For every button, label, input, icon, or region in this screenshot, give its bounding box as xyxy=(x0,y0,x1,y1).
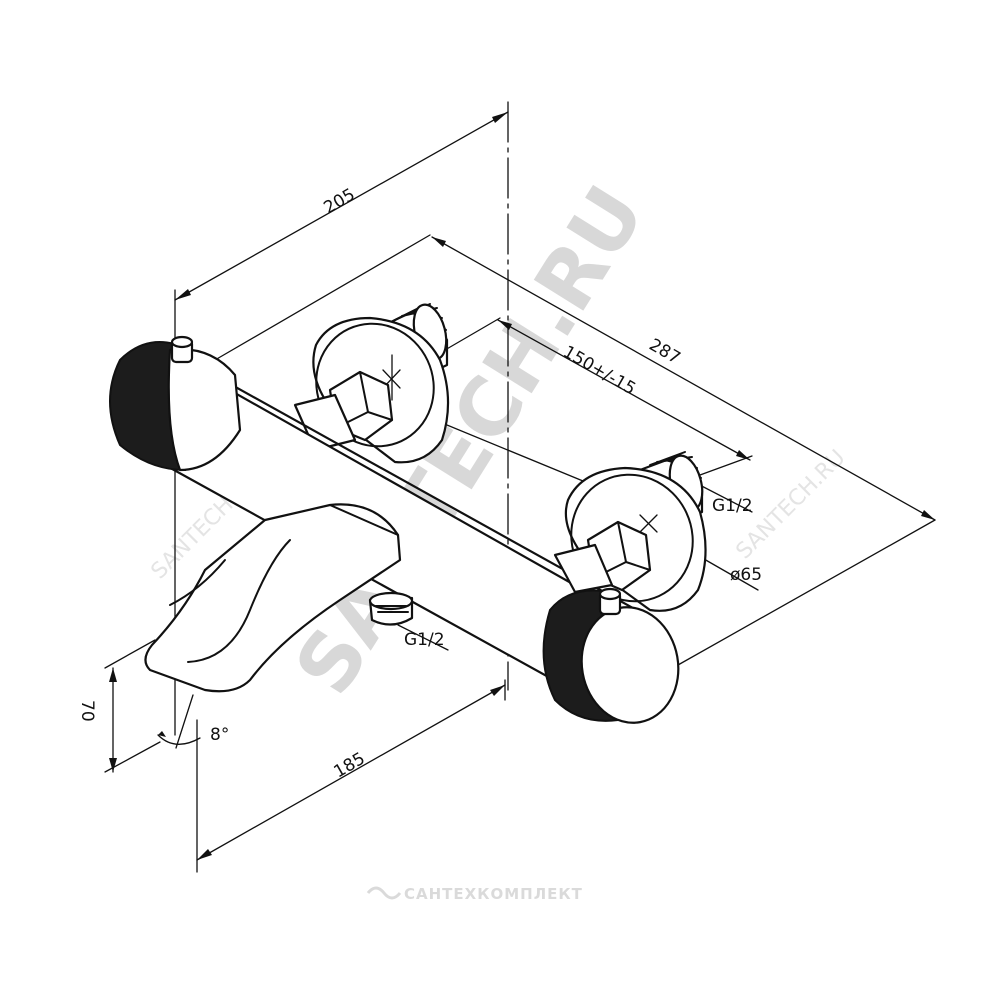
right-inlet-assembly xyxy=(553,451,707,612)
bottom-outlet xyxy=(368,591,414,626)
footer-watermark: САНТЕХКОМПЛЕКТ xyxy=(404,885,583,903)
dimension-287 xyxy=(431,236,936,521)
left-handle-knob xyxy=(109,335,242,472)
label-thread-outlet: G1/2 xyxy=(404,630,445,650)
dimension-205 xyxy=(174,111,509,301)
dim-label-205: 205 xyxy=(321,185,359,219)
right-handle-knob xyxy=(542,587,680,724)
label-thread-inlet: G1/2 xyxy=(712,496,753,516)
dim-label-150: 150+/-15 xyxy=(560,342,639,399)
dimension-150 xyxy=(497,319,751,461)
dim-label-287: 287 xyxy=(646,335,684,369)
dimension-185 xyxy=(196,684,506,861)
dim-label-185: 185 xyxy=(331,749,369,783)
dimension-angle xyxy=(157,694,201,749)
footer-logo-icon xyxy=(366,886,402,900)
left-inlet-assembly xyxy=(293,303,450,464)
dim-label-70: 70 xyxy=(77,700,97,722)
label-flange-diameter: ø65 xyxy=(730,565,762,585)
dim-label-angle: 8° xyxy=(210,725,229,745)
spout xyxy=(144,503,402,693)
dimension-70 xyxy=(109,667,117,773)
